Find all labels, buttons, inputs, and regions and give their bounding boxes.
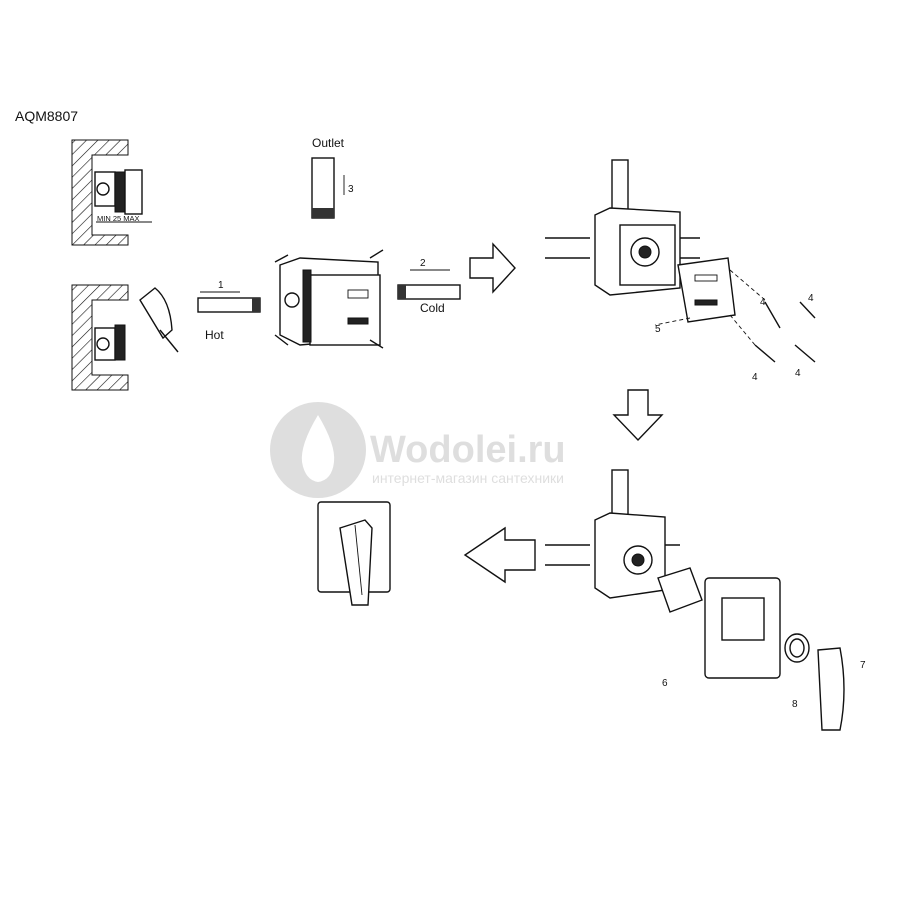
step-1-label: 1 — [218, 280, 224, 291]
hot-pipe: 1 Hot — [197, 280, 261, 342]
arrow-down-icon — [612, 389, 664, 442]
watermark-title: Wodolei.ru — [370, 429, 566, 471]
wall-depth-detail: MIN 25 MAX — [71, 139, 152, 246]
arrow-right-icon — [469, 242, 516, 294]
step-2-label: 2 — [420, 258, 426, 269]
step-5-label: 5 — [655, 324, 661, 335]
finished-mixer — [317, 501, 391, 606]
step-4d-label: 4 — [795, 368, 801, 379]
step-4b-label: 4 — [808, 293, 814, 304]
valve-body — [274, 249, 384, 349]
watermark: Wodolei.ru интернет-магазин сантехники — [270, 402, 566, 498]
cold-pipe: 2 Cold — [397, 258, 461, 315]
outlet-label: Outlet — [312, 136, 345, 150]
step-8-label: 8 — [792, 699, 798, 710]
step-6-label: 6 — [662, 678, 668, 689]
model-label: AQM8807 — [15, 108, 78, 124]
depth-label: MIN 25 MAX — [97, 214, 140, 223]
step-3-label: 3 — [348, 184, 354, 195]
step-4a-label: 4 — [760, 297, 766, 308]
step-4c-label: 4 — [752, 372, 758, 383]
hot-label: Hot — [205, 328, 224, 342]
cold-label: Cold — [420, 301, 445, 315]
arrow-left-icon — [463, 526, 536, 584]
wall-trowel-detail — [71, 284, 179, 391]
step-7-label: 7 — [860, 660, 866, 671]
watermark-subtitle: интернет-магазин сантехники — [372, 470, 564, 486]
outlet-pipe: Outlet 3 — [311, 136, 354, 219]
assembly-step-3: 6 7 8 — [545, 469, 866, 731]
assembly-step-2: 4 4 4 4 5 — [545, 159, 816, 383]
